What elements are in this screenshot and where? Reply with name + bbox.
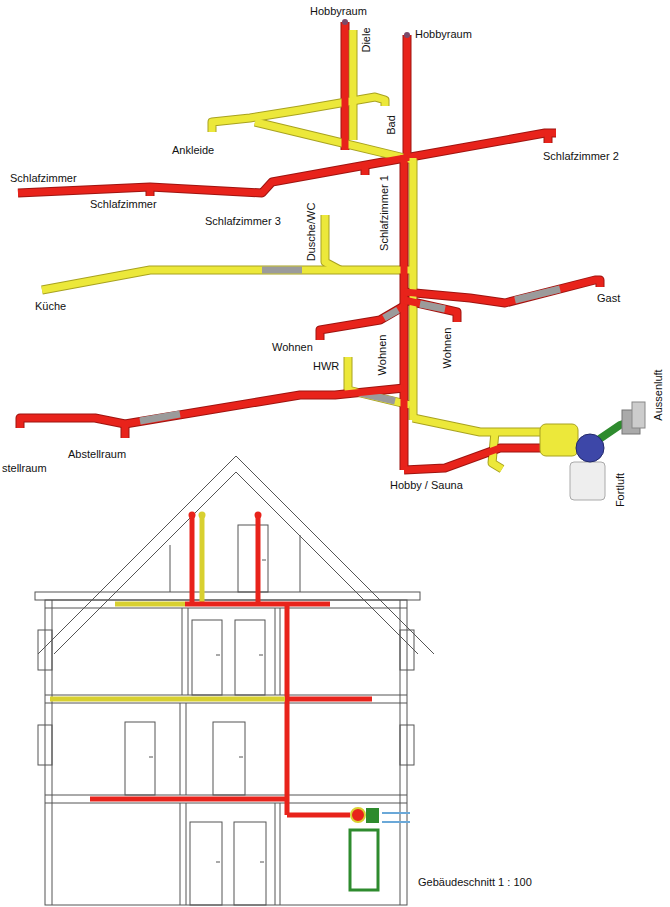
room-label: Ankleide [172, 144, 214, 157]
room-label: Hobbyraum [310, 5, 367, 18]
caption: Gebäudeschnitt 1 : 100 [418, 876, 532, 889]
room-label: Schlafzimmer 2 [543, 150, 619, 163]
room-label: Wohnen [441, 328, 454, 369]
room-label: Fortluft [614, 473, 627, 507]
room-label: Schlafzimmer [90, 198, 157, 211]
room-label: Schlafzimmer 1 [378, 175, 391, 251]
room-label: Küche [35, 300, 66, 313]
room-label: Bad [385, 115, 398, 135]
building-section [35, 456, 434, 905]
room-label: Gast [597, 292, 620, 305]
room-label: Wohnen [272, 341, 313, 354]
room-label: Schlafzimmer 3 [205, 215, 281, 228]
duct-fills [18, 19, 600, 470]
room-label: Hobbyraum [415, 28, 472, 41]
room-label: Diele [360, 27, 373, 52]
room-label: Wohnen [376, 335, 389, 376]
room-label: stellraum [2, 462, 47, 475]
room-label: Dusche/WC [305, 203, 318, 262]
ventilation-unit [540, 402, 645, 500]
room-label: Abstellraum [68, 448, 126, 461]
room-label: HWR [313, 360, 339, 373]
section-ducts [50, 512, 410, 891]
room-label: Schlafzimmer [10, 172, 77, 185]
room-label: Hobby / Sauna [390, 479, 463, 492]
room-label: Aussenluft [652, 369, 665, 420]
duct-outlines [18, 22, 600, 470]
